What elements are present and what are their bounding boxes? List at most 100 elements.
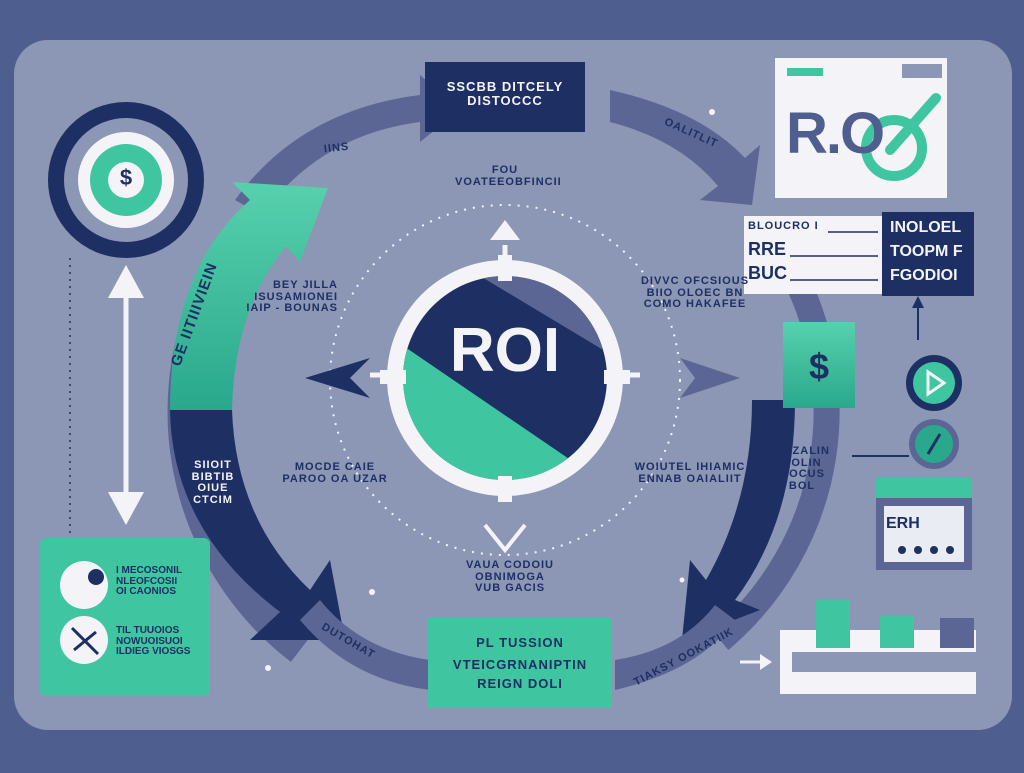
left-band-lower-line4: CTCIM bbox=[193, 493, 233, 506]
navy-band-left bbox=[170, 410, 345, 640]
roi-emblem-tick-bottom bbox=[498, 476, 512, 502]
legend-card bbox=[40, 538, 210, 696]
arrow-left-icon bbox=[305, 358, 370, 398]
dollar-bar-icon: $ bbox=[808, 346, 830, 387]
center-roi-label: ROI bbox=[449, 316, 561, 385]
arrow-band-top-right bbox=[610, 90, 760, 205]
double-arrow-down-icon bbox=[108, 492, 144, 525]
inner-bottom-right-line2: ENNAB OAIALIIT bbox=[638, 472, 742, 485]
dollar-target-icon: $ bbox=[119, 165, 133, 190]
table-row-2-right: TOOPM F bbox=[890, 243, 963, 260]
right-band-lower-line4: BOL bbox=[788, 479, 816, 492]
legend-row2-sub2: ILDIEG VIOSGS bbox=[116, 646, 191, 657]
legend-coin-icon bbox=[60, 561, 108, 609]
legend-cut-line2 bbox=[73, 630, 97, 652]
left-band-lower-line3: OIUE bbox=[197, 482, 229, 495]
inner-bottom-line1: VAUA CODOIU bbox=[466, 559, 554, 571]
double-arrow-up-icon bbox=[108, 265, 144, 298]
roi-card-tab bbox=[787, 68, 823, 76]
inner-bottom-left-line2: PAROO OA UZAR bbox=[282, 472, 388, 485]
top-box-line1: SSCBB DITCELY bbox=[446, 79, 564, 94]
top-box-line2: DISTOCCC bbox=[467, 92, 543, 108]
roi-emblem-tick-top bbox=[498, 255, 512, 281]
arrow-right-icon bbox=[680, 358, 740, 398]
top-box bbox=[425, 62, 585, 132]
roi-card-letters: R.O bbox=[786, 101, 885, 166]
dollar-target-center bbox=[108, 162, 144, 198]
arrow-band-top-left bbox=[235, 75, 460, 215]
play-icon bbox=[926, 369, 947, 397]
inner-right-line3: COMO HAKAFEE bbox=[643, 298, 747, 311]
arrow-down-icon bbox=[483, 523, 527, 554]
inner-bottom-left-line1: MOCDE CAIE bbox=[294, 461, 376, 473]
right-band-lower-line1: COZALIN bbox=[774, 445, 830, 457]
mini-dot-2 bbox=[914, 546, 922, 554]
arc-bottom-left bbox=[300, 600, 430, 690]
left-band-lower-line1: SIIOIT bbox=[194, 459, 232, 471]
roi-card-circle bbox=[861, 115, 927, 181]
bottom-box-line2: VTEICGRNANIPTIN bbox=[452, 656, 588, 672]
inner-left-line3: IAIP - BOUNAS bbox=[246, 302, 338, 315]
inner-bottom-line3: VUB GACIS bbox=[474, 582, 546, 595]
roi-card-tab-right bbox=[902, 64, 942, 78]
legend-row1-title: I MECOSONIL bbox=[116, 565, 183, 576]
dot-2 bbox=[369, 589, 375, 595]
info-table-dark-col bbox=[882, 212, 974, 296]
legend-row1-text: I MECOSONIL NLEOFCOSII OI CAONIOS bbox=[116, 565, 183, 598]
inner-top-line1: FOU bbox=[491, 164, 519, 176]
top-box-label: SSCBB DITCELY DISTOCCC bbox=[425, 80, 585, 107]
inner-bottom-label: VAUA CODOIU OBNIMOGA VUB GACIS bbox=[455, 559, 565, 595]
arrow-up-icon bbox=[490, 220, 520, 240]
inner-right-line1: DIVVC OFCSIOUS bbox=[640, 275, 750, 287]
bottom-box bbox=[428, 618, 612, 708]
inner-bottom-right-label: WOIUTEL IHIAMIC ENNAB OAIALIIT bbox=[630, 461, 750, 485]
dot-3 bbox=[265, 665, 271, 671]
table-row-1-right: INOLOEL bbox=[890, 219, 962, 236]
inner-bottom-right-line1: WOIUTEL IHIAMIC bbox=[634, 461, 746, 473]
bar-2 bbox=[880, 616, 914, 648]
dot-1 bbox=[709, 109, 715, 115]
inner-top-label: FOU VOATEEOBFINCII bbox=[455, 164, 562, 188]
inner-left-line1: BEY JILLA bbox=[272, 279, 338, 291]
inner-bottom-left-label: MOCDE CAIE PAROO OA UZAR bbox=[280, 461, 390, 485]
inner-right-line2: BIIO OLOEC BN bbox=[646, 286, 744, 299]
right-band-lower-label: COZALIN DOLIN MOCUS BOL bbox=[762, 445, 842, 492]
right-band-lower-line3: MOCUS bbox=[779, 468, 825, 481]
play-button bbox=[913, 362, 955, 404]
inner-right-label: DIVVC OFCSIOUS BIIO OLOEC BN COMO HAKAFE… bbox=[630, 275, 760, 311]
bar-3 bbox=[940, 618, 974, 648]
roi-card-slash bbox=[885, 93, 941, 155]
slash-icon bbox=[926, 433, 942, 455]
roi-emblem-tick-left bbox=[380, 370, 406, 384]
legend-row2-title: TIL TUUOIOS bbox=[116, 625, 180, 636]
table-row-3-left: BUC bbox=[748, 263, 787, 283]
bar-1 bbox=[816, 600, 850, 648]
inner-left-label: BEY JILLA ISUSAMIONEI IAIP - BOUNAS bbox=[218, 279, 338, 315]
roi-emblem-teal bbox=[403, 330, 600, 480]
navy-band-right bbox=[682, 400, 795, 640]
teal-band-left bbox=[170, 182, 328, 410]
mini-panel-label: ERH bbox=[886, 515, 920, 532]
ring-arc-right bbox=[711, 243, 840, 650]
inner-top-line2: VOATEEOBFINCII bbox=[455, 175, 562, 188]
dollar-bar bbox=[783, 322, 855, 408]
right-band-lower-line2: DOLIN bbox=[782, 456, 822, 469]
connector-right-arrow-icon bbox=[912, 296, 924, 308]
table-row-1-left: BLOUCRO I bbox=[748, 220, 819, 232]
inner-left-line2: ISUSAMIONEI bbox=[254, 290, 338, 303]
table-row-3-right: FGODIOI bbox=[890, 267, 958, 284]
bottom-box-line1: PL TUSSION bbox=[476, 635, 564, 650]
arc-bottom-right bbox=[615, 605, 735, 690]
bottom-box-label: PL TUSSION VTEICGRNANIPTIN REIGN DOLI bbox=[428, 636, 612, 691]
roi-emblem-tick-right bbox=[604, 370, 630, 384]
legend-row2-sub: NOWUOISUOI bbox=[116, 635, 183, 647]
bar-chart-pointer-icon bbox=[760, 654, 772, 670]
table-row-2-left: RRE bbox=[748, 239, 787, 259]
mini-dot-1 bbox=[898, 546, 906, 554]
legend-row1-sub: NLEOFCOSII bbox=[116, 575, 178, 587]
left-band-lower-label: SIIOIT BIBTIB OIUE CTCIM bbox=[178, 459, 248, 506]
legend-coin-badge bbox=[88, 569, 104, 585]
inner-bottom-line2: OBNIMOGA bbox=[475, 570, 545, 583]
